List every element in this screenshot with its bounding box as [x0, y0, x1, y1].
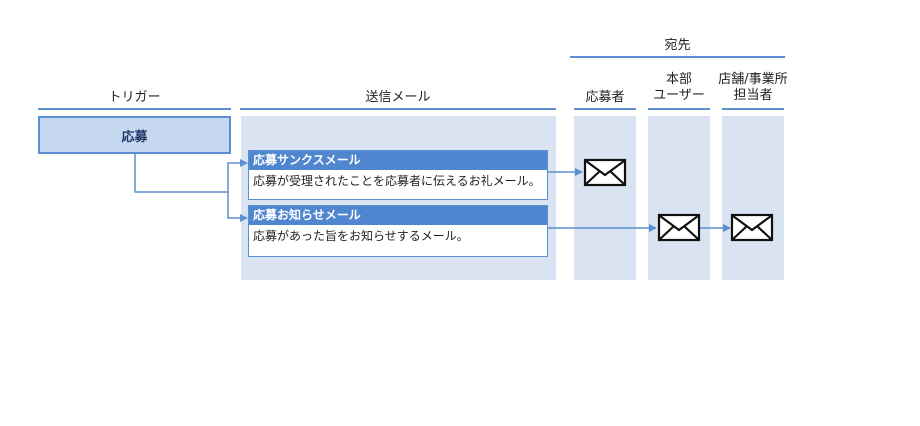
- hq-user-panel: [648, 116, 710, 280]
- mail-title-notice: 応募お知らせメール: [249, 206, 547, 225]
- trigger-to-thanks-line: [134, 154, 248, 193]
- rule-hq-user: [648, 108, 710, 110]
- header-recipients: 宛先: [664, 38, 691, 53]
- mail-card-notice: 応募お知らせメール 応募があった旨をお知らせするメール。: [248, 205, 548, 257]
- rule-store-person: [722, 108, 784, 110]
- rule-trigger: [38, 108, 231, 110]
- header-store-person-line1: 店舗/事業所: [718, 72, 788, 87]
- mail-card-thanks: 応募サンクスメール 応募が受理されたことを応募者に伝えるお礼メール。: [248, 150, 548, 200]
- header-hq-user-line2: ユーザー: [653, 88, 705, 103]
- trigger-apply-label: 応募: [121, 129, 148, 145]
- envelope-icon: [583, 158, 627, 187]
- header-applicant: 応募者: [585, 90, 625, 105]
- header-send-mail: 送信メール: [365, 90, 431, 105]
- header-store-person-line2: 担当者: [733, 88, 773, 103]
- header-store-person: 店舗/事業所 担当者: [706, 72, 800, 104]
- mail-title-thanks: 応募サンクスメール: [249, 151, 547, 170]
- envelope-icon: [657, 213, 701, 242]
- mail-desc-thanks: 応募が受理されたことを応募者に伝えるお礼メール。: [253, 174, 541, 188]
- header-hq-user: 本部 ユーザー: [642, 72, 716, 104]
- header-trigger: トリガー: [108, 90, 161, 105]
- header-hq-user-line1: 本部: [665, 72, 692, 87]
- rule-send-mail: [240, 108, 556, 110]
- envelope-icon: [730, 213, 774, 242]
- applicant-panel: [574, 116, 636, 280]
- store-person-panel: [722, 116, 784, 280]
- mail-desc-notice: 応募があった旨をお知らせするメール。: [253, 229, 469, 243]
- rule-recipients: [570, 56, 785, 58]
- trigger-to-notice-line: [227, 192, 248, 222]
- trigger-apply-box: 応募: [38, 116, 231, 154]
- rule-applicant: [574, 108, 636, 110]
